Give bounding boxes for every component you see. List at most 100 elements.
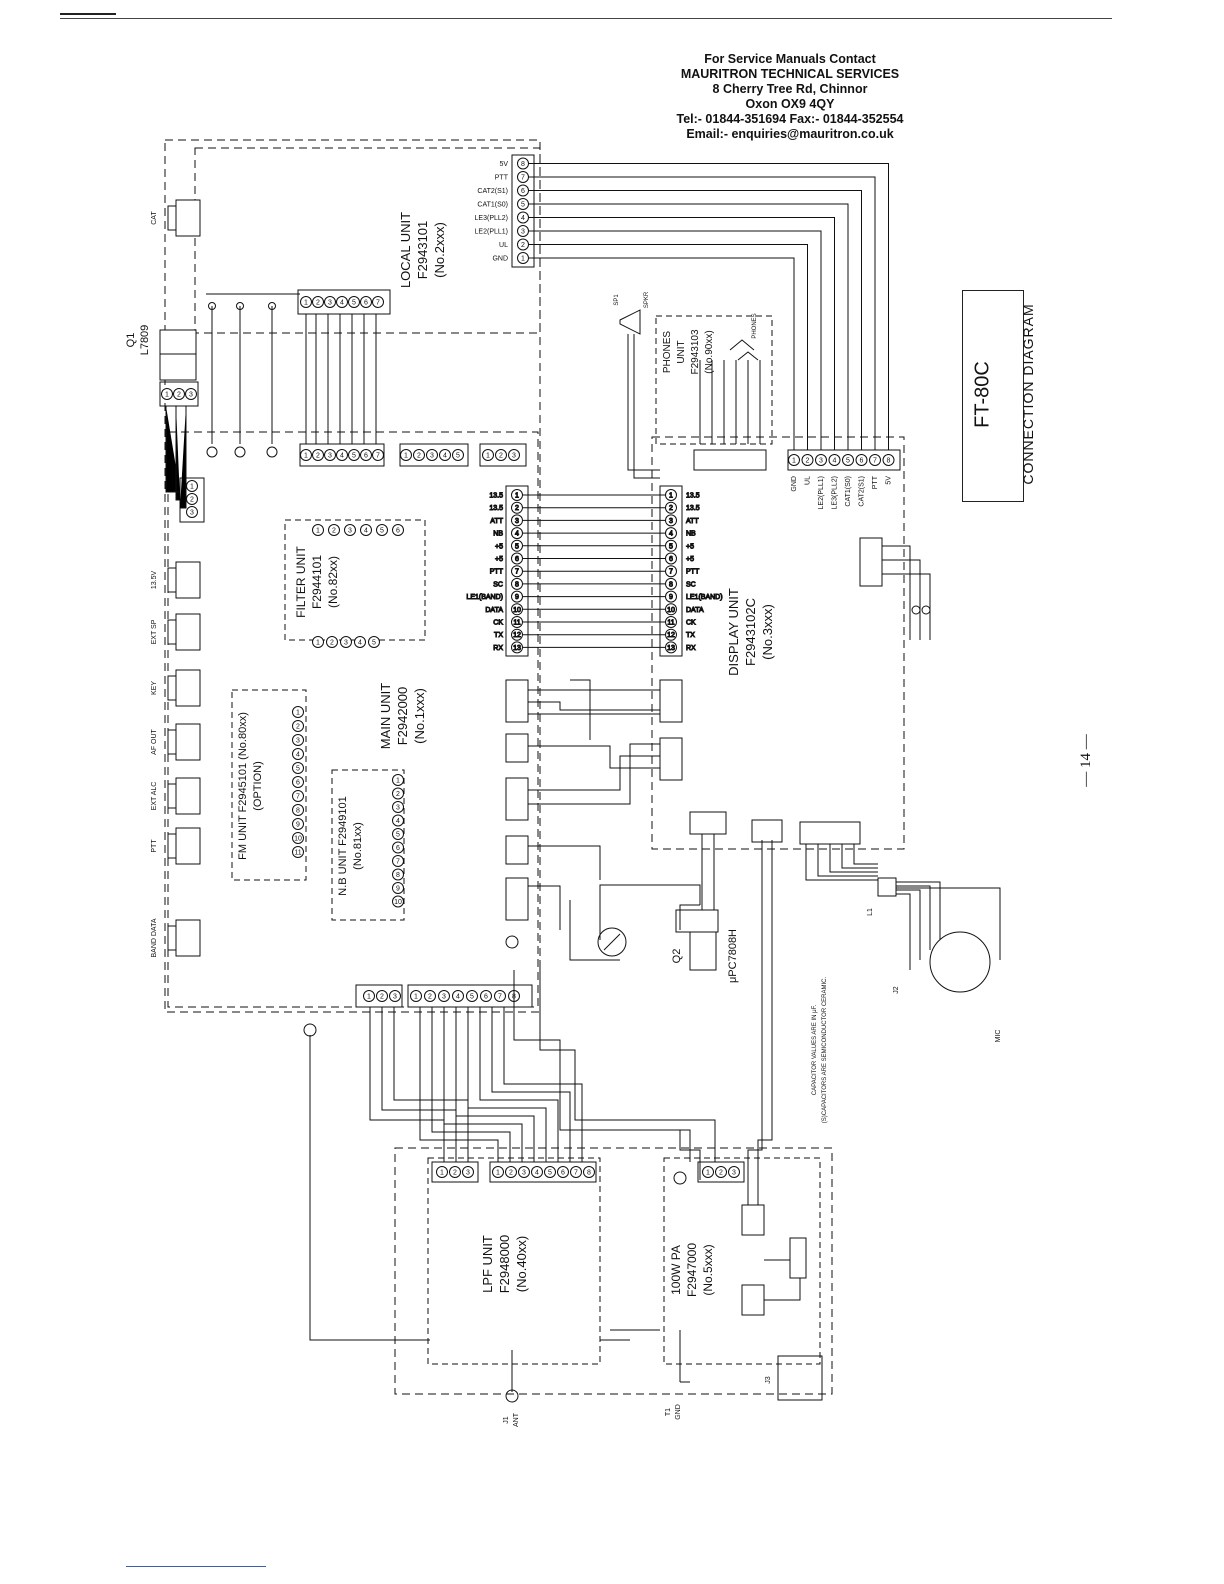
vr-pin [426, 449, 438, 461]
local-unit-connector: 1GND2UL3LE2(PLL1)4LE3(PLL2)5CAT1(S0)6CAT… [475, 154, 535, 268]
phones-unit-label: (No.90xx) [704, 330, 715, 373]
p4003-pin-number: 6 [484, 994, 488, 1001]
main-rf-pin [336, 449, 348, 461]
main-outer-frame [164, 139, 541, 1013]
local-pin-label: UL [499, 242, 508, 249]
mic-pin-number: 2 [499, 453, 503, 460]
pa-pin-number: 2 [719, 1170, 723, 1177]
filter-pin [376, 524, 388, 536]
display-bus-label: DATA [686, 607, 704, 614]
display-top-pin [855, 454, 868, 466]
mic-label: MIC [995, 1030, 1002, 1043]
local-pin [517, 171, 529, 183]
jack-body [175, 613, 201, 651]
main-bus-pin-number: 6 [515, 556, 519, 563]
bus-wire [529, 257, 795, 450]
display-top-pin-number: 7 [873, 458, 877, 465]
lpf-band-pin [492, 1166, 504, 1178]
display-bus-pin [665, 577, 677, 590]
nb-pin-number: 5 [396, 832, 400, 839]
local-pin [517, 198, 529, 210]
j2-label: J2 [893, 986, 900, 994]
display-top-pin [788, 454, 800, 466]
jp1001-pin [186, 506, 198, 518]
local-rf-pin [336, 296, 348, 308]
local-unit-box [194, 147, 541, 334]
vr-pin-number: 4 [443, 453, 447, 460]
local-pin-number: 6 [521, 188, 525, 195]
main-bus-label: SC [493, 581, 503, 588]
l1-label: L1 [867, 908, 874, 916]
p4003-pin [438, 990, 450, 1002]
local-rf-pin [300, 296, 312, 308]
top-edge-mark [60, 13, 116, 15]
jp1001-pin-number: 2 [190, 497, 194, 504]
jack-label: BAND DATA [151, 918, 158, 957]
main-bus-pin [511, 628, 523, 641]
display-top-pin-number: 6 [860, 458, 864, 465]
audio-connectors [505, 679, 683, 930]
lpf-band-pin [531, 1166, 543, 1178]
jp4001-pin [449, 1166, 461, 1178]
display-bus-pin [665, 501, 677, 514]
fm-pin-number: 10 [294, 836, 302, 843]
fm-pin-number: 1 [296, 710, 300, 717]
jack-tip [167, 567, 177, 593]
contact-line: Email:- enquiries@mauritron.co.uk [686, 127, 894, 141]
local-pin [517, 157, 529, 170]
display-bus-pin [665, 489, 677, 501]
jp4001-pin-number: 2 [453, 1170, 457, 1177]
filter-bottom-pin [368, 636, 380, 648]
local-pin-label: PTT [495, 175, 509, 182]
p4003-pin-number: 4 [456, 994, 460, 1001]
local-rf-pin-number: 7 [376, 300, 380, 307]
main-bus-pin-number: 3 [515, 518, 519, 525]
display-bus-pin [665, 552, 677, 565]
display-bus-pin-number: 1 [669, 493, 673, 500]
main-rf-pin-number: 4 [340, 453, 344, 460]
vr-pin [439, 449, 451, 461]
main-bus-label: LE1(BAND) [466, 594, 503, 601]
main-bus-label: +5 [495, 543, 503, 550]
p4003-pin [424, 990, 436, 1002]
local-pin-label: GND [492, 256, 508, 263]
nb-pin-number: 7 [396, 859, 400, 866]
jack-body [175, 669, 201, 707]
nb-pin-number: 10 [394, 899, 402, 906]
display-top-connector: 1GND2UL3LE2(PLL1)4LE3(PLL2)5CAT1(S0)6CAT… [787, 449, 901, 509]
display-bus-label: ATT [686, 518, 699, 525]
filter-bottom-pin [340, 636, 352, 648]
display-bus-pin-number: 10 [667, 607, 675, 614]
local-pin [517, 184, 529, 197]
jack-tip [167, 205, 177, 231]
display-bus-pin-number: 7 [669, 569, 673, 576]
local-pin [517, 225, 529, 237]
q1-pin [161, 388, 173, 400]
main-rf-pin-number: 1 [304, 453, 308, 460]
local-pin-number: 7 [521, 175, 525, 182]
pa-unit-label: F2947000 [685, 1243, 699, 1297]
nb-pin [392, 787, 404, 800]
filter-pin-number: 5 [380, 528, 384, 535]
local-pin-number: 8 [521, 161, 525, 168]
nb-pin [392, 855, 404, 867]
jp4001-pin-number: 1 [440, 1170, 444, 1177]
pa-pin [728, 1166, 740, 1178]
local-pin-label: LE2(PLL1) [475, 229, 508, 236]
display-bus-pin [665, 641, 677, 654]
display-right-connectors [859, 537, 931, 640]
phones-unit-box [655, 315, 773, 445]
main-rf-pin-number: 2 [316, 453, 320, 460]
display-bus-label: TX [686, 632, 695, 639]
local-unit-label: LOCAL UNIT [398, 212, 413, 288]
jack-label: CAT [151, 211, 158, 225]
main-bus-label: RX [493, 645, 503, 652]
display-bus-label: +5 [686, 543, 694, 550]
p4003-pin [452, 990, 464, 1002]
contact-line: MAURITRON TECHNICAL SERVICES [680, 67, 900, 81]
q1-label: L7809 [139, 325, 151, 356]
service-contact-block: For Service Manuals Contact MAURITRON TE… [640, 52, 940, 142]
vr-pin [400, 449, 412, 461]
display-unit-label: (No.3xxx) [760, 604, 775, 660]
